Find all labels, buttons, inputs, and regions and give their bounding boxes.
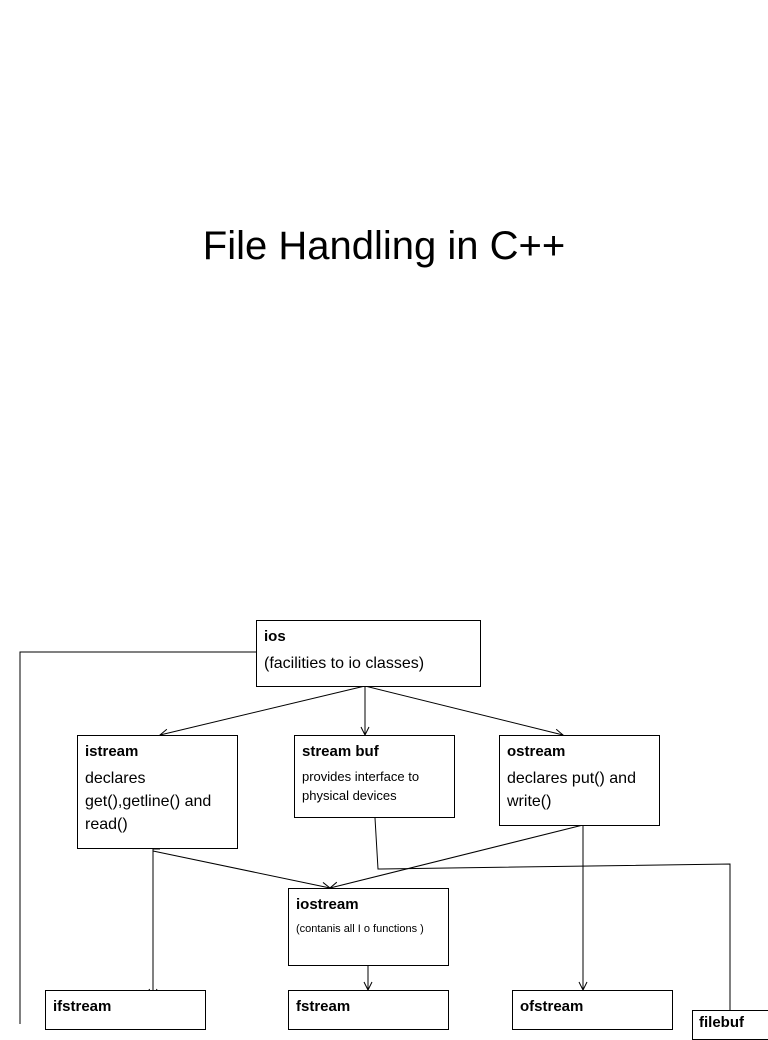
node-ios: ios (facilities to io classes): [256, 620, 481, 687]
node-istream-name: istream: [85, 743, 139, 760]
node-iostream: iostream (contanis all I o functions ): [288, 888, 449, 966]
edge-ostream-iostream: [330, 824, 584, 888]
node-istream-desc: declares get(),getline() and read(): [85, 770, 212, 833]
edge-ios-ostream: [364, 685, 563, 735]
slide-title: File Handling in C++: [202, 224, 566, 268]
edge-ios-ifstream: [19, 651, 257, 1024]
edge-ios-istream: [160, 685, 366, 735]
node-iostream-name: iostream: [296, 896, 359, 913]
node-ostream-name: ostream: [507, 743, 566, 760]
node-filebuf-name: filebuf: [699, 1014, 744, 1031]
node-fstream-name: fstream: [296, 998, 351, 1015]
node-ostream-desc: declares put() and write(): [507, 770, 636, 810]
node-ofstream: ofstream: [512, 990, 673, 1030]
node-filebuf: filebuf: [692, 1010, 768, 1040]
node-ios-name: ios: [264, 628, 286, 645]
node-ofstream-name: ofstream: [520, 998, 584, 1015]
node-ifstream: ifstream: [45, 990, 206, 1030]
node-streambuf-desc: provides interface to physical devices: [302, 769, 420, 803]
node-streambuf-name: stream buf: [302, 743, 379, 760]
node-istream: istream declares get(),getline() and rea…: [77, 735, 238, 849]
node-ios-desc: (facilities to io classes): [264, 655, 425, 672]
node-streambuf: stream buf provides interface to physica…: [294, 735, 455, 818]
edge-istream-ifstream: [153, 848, 160, 997]
edge-streambuf-filebuf: [374, 817, 730, 1024]
node-ostream: ostream declares put() and write(): [499, 735, 660, 826]
node-ifstream-name: ifstream: [53, 998, 112, 1015]
edge-istream-iostream: [152, 850, 330, 888]
node-fstream: fstream: [288, 990, 449, 1030]
node-iostream-desc: (contanis all I o functions ): [296, 923, 424, 935]
